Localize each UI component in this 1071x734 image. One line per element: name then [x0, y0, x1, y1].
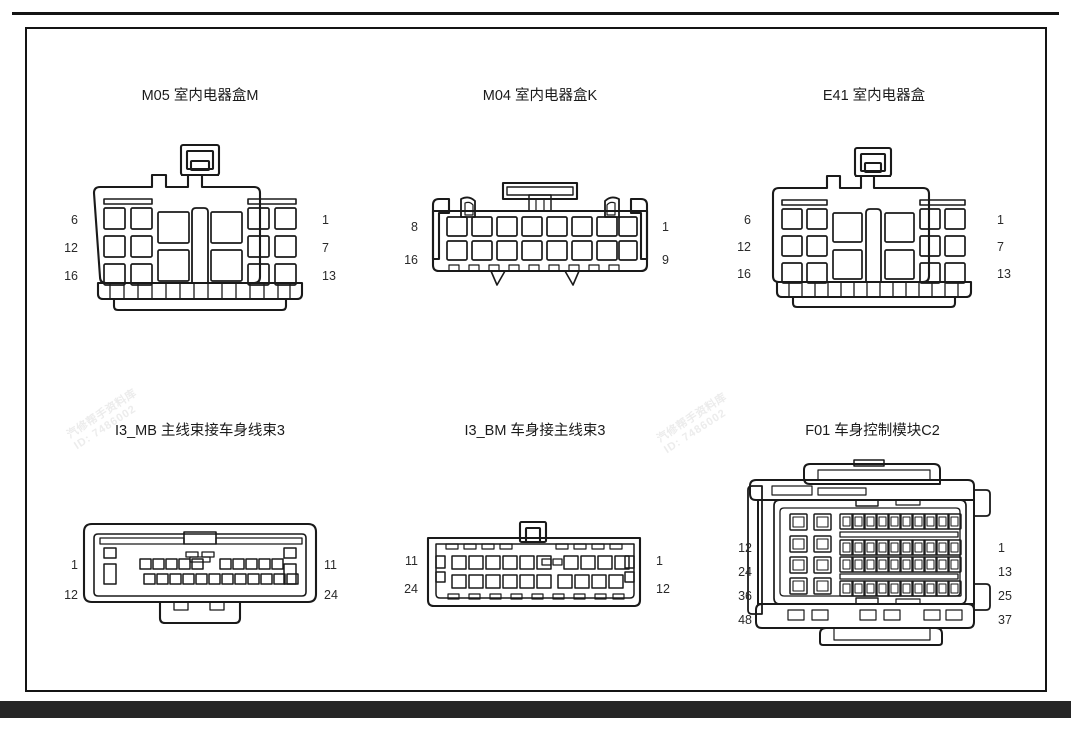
pin-label: 25 — [998, 589, 1012, 603]
pin-label: 8 — [411, 220, 418, 234]
pin-label: 12 — [656, 582, 670, 596]
pin-label: 13 — [997, 267, 1011, 281]
pin-labels-right-i3-bm: 1 12 — [656, 520, 700, 620]
pin-label: 6 — [71, 213, 78, 227]
pin-label: 7 — [997, 240, 1004, 254]
pin-labels-right-f01: 1 13 25 37 — [998, 460, 1038, 645]
pin-labels-left-i3-bm: 11 24 — [370, 520, 418, 620]
pin-label: 1 — [662, 220, 669, 234]
pin-label: 12 — [64, 588, 78, 602]
pin-label: 12 — [738, 541, 752, 555]
connector-title: M05 室内电器盒M — [141, 88, 259, 104]
pin-labels-left-f01: 12 24 36 48 — [710, 460, 752, 645]
pin-label: 11 — [405, 554, 418, 568]
pin-label: 24 — [324, 588, 338, 602]
pin-label: 12 — [737, 240, 751, 254]
pin-labels-left-m04: 8 16 — [380, 175, 418, 305]
connector-drawing-m04 — [380, 175, 700, 305]
connector-f01[interactable]: F01 车身控制模块C2 — [710, 422, 1035, 672]
pin-label: 1 — [998, 541, 1005, 555]
pin-label: 16 — [404, 253, 418, 267]
pin-label: 1 — [322, 213, 329, 227]
pin-label: 6 — [744, 213, 751, 227]
page-bottom-bar — [0, 701, 1071, 718]
pin-label: 24 — [738, 565, 752, 579]
connector-title: I3_MB 主线束接车身线束3 — [115, 423, 285, 439]
pin-labels-left-m05: 6 12 16 — [40, 142, 78, 312]
pin-label: 13 — [998, 565, 1012, 579]
pin-label: 16 — [64, 269, 78, 283]
pin-labels-left-e41: 6 12 16 — [715, 145, 751, 311]
pin-label: 36 — [738, 589, 752, 603]
pin-labels-left-i3-mb: 1 12 — [40, 516, 78, 626]
pin-labels-right-m04: 1 9 — [662, 175, 700, 305]
pin-label: 48 — [738, 613, 752, 627]
pin-label: 7 — [322, 241, 329, 255]
connector-title: M04 室内电器盒K — [482, 88, 598, 104]
pin-label: 24 — [404, 582, 418, 596]
connector-title: I3_BM 车身接主线束3 — [464, 423, 606, 439]
pin-label: 11 — [324, 558, 337, 572]
pin-labels-right-m05: 1 7 13 — [322, 142, 360, 312]
connector-m05[interactable]: M05 室内电器盒M — [40, 87, 360, 347]
page-top-rule — [12, 12, 1059, 15]
pin-label: 16 — [737, 267, 751, 281]
connector-drawing-f01 — [710, 459, 1035, 646]
connector-title: E41 室内电器盒 — [822, 88, 926, 104]
pin-label: 12 — [64, 241, 78, 255]
pin-labels-right-e41: 1 7 13 — [997, 145, 1033, 311]
pin-label: 13 — [322, 269, 336, 283]
connector-e41[interactable]: E41 室内电器盒 — [715, 87, 1033, 347]
pin-label: 1 — [656, 554, 663, 568]
pin-label: 37 — [998, 613, 1012, 627]
connector-title: F01 车身控制模块C2 — [805, 423, 940, 439]
connector-drawing-m05 — [40, 142, 360, 312]
connector-drawing-i3-bm — [370, 520, 700, 620]
pin-label: 9 — [662, 253, 669, 267]
connector-i3-bm[interactable]: I3_BM 车身接主线束3 — [370, 422, 700, 662]
pin-labels-right-i3-mb: 11 24 — [324, 516, 362, 626]
connector-drawing-i3-mb — [40, 516, 360, 626]
connector-m04[interactable]: M04 室内电器盒K — [380, 87, 700, 347]
pin-label: 1 — [997, 213, 1004, 227]
pin-label: 1 — [71, 558, 78, 572]
connector-drawing-e41 — [715, 145, 1033, 311]
connector-i3-mb[interactable]: I3_MB 主线束接车身线束3 — [40, 422, 360, 662]
connector-grid: 汽修帮手资料库 ID: 7486002 汽修帮手资料库 ID: 7486002 … — [25, 27, 1047, 692]
